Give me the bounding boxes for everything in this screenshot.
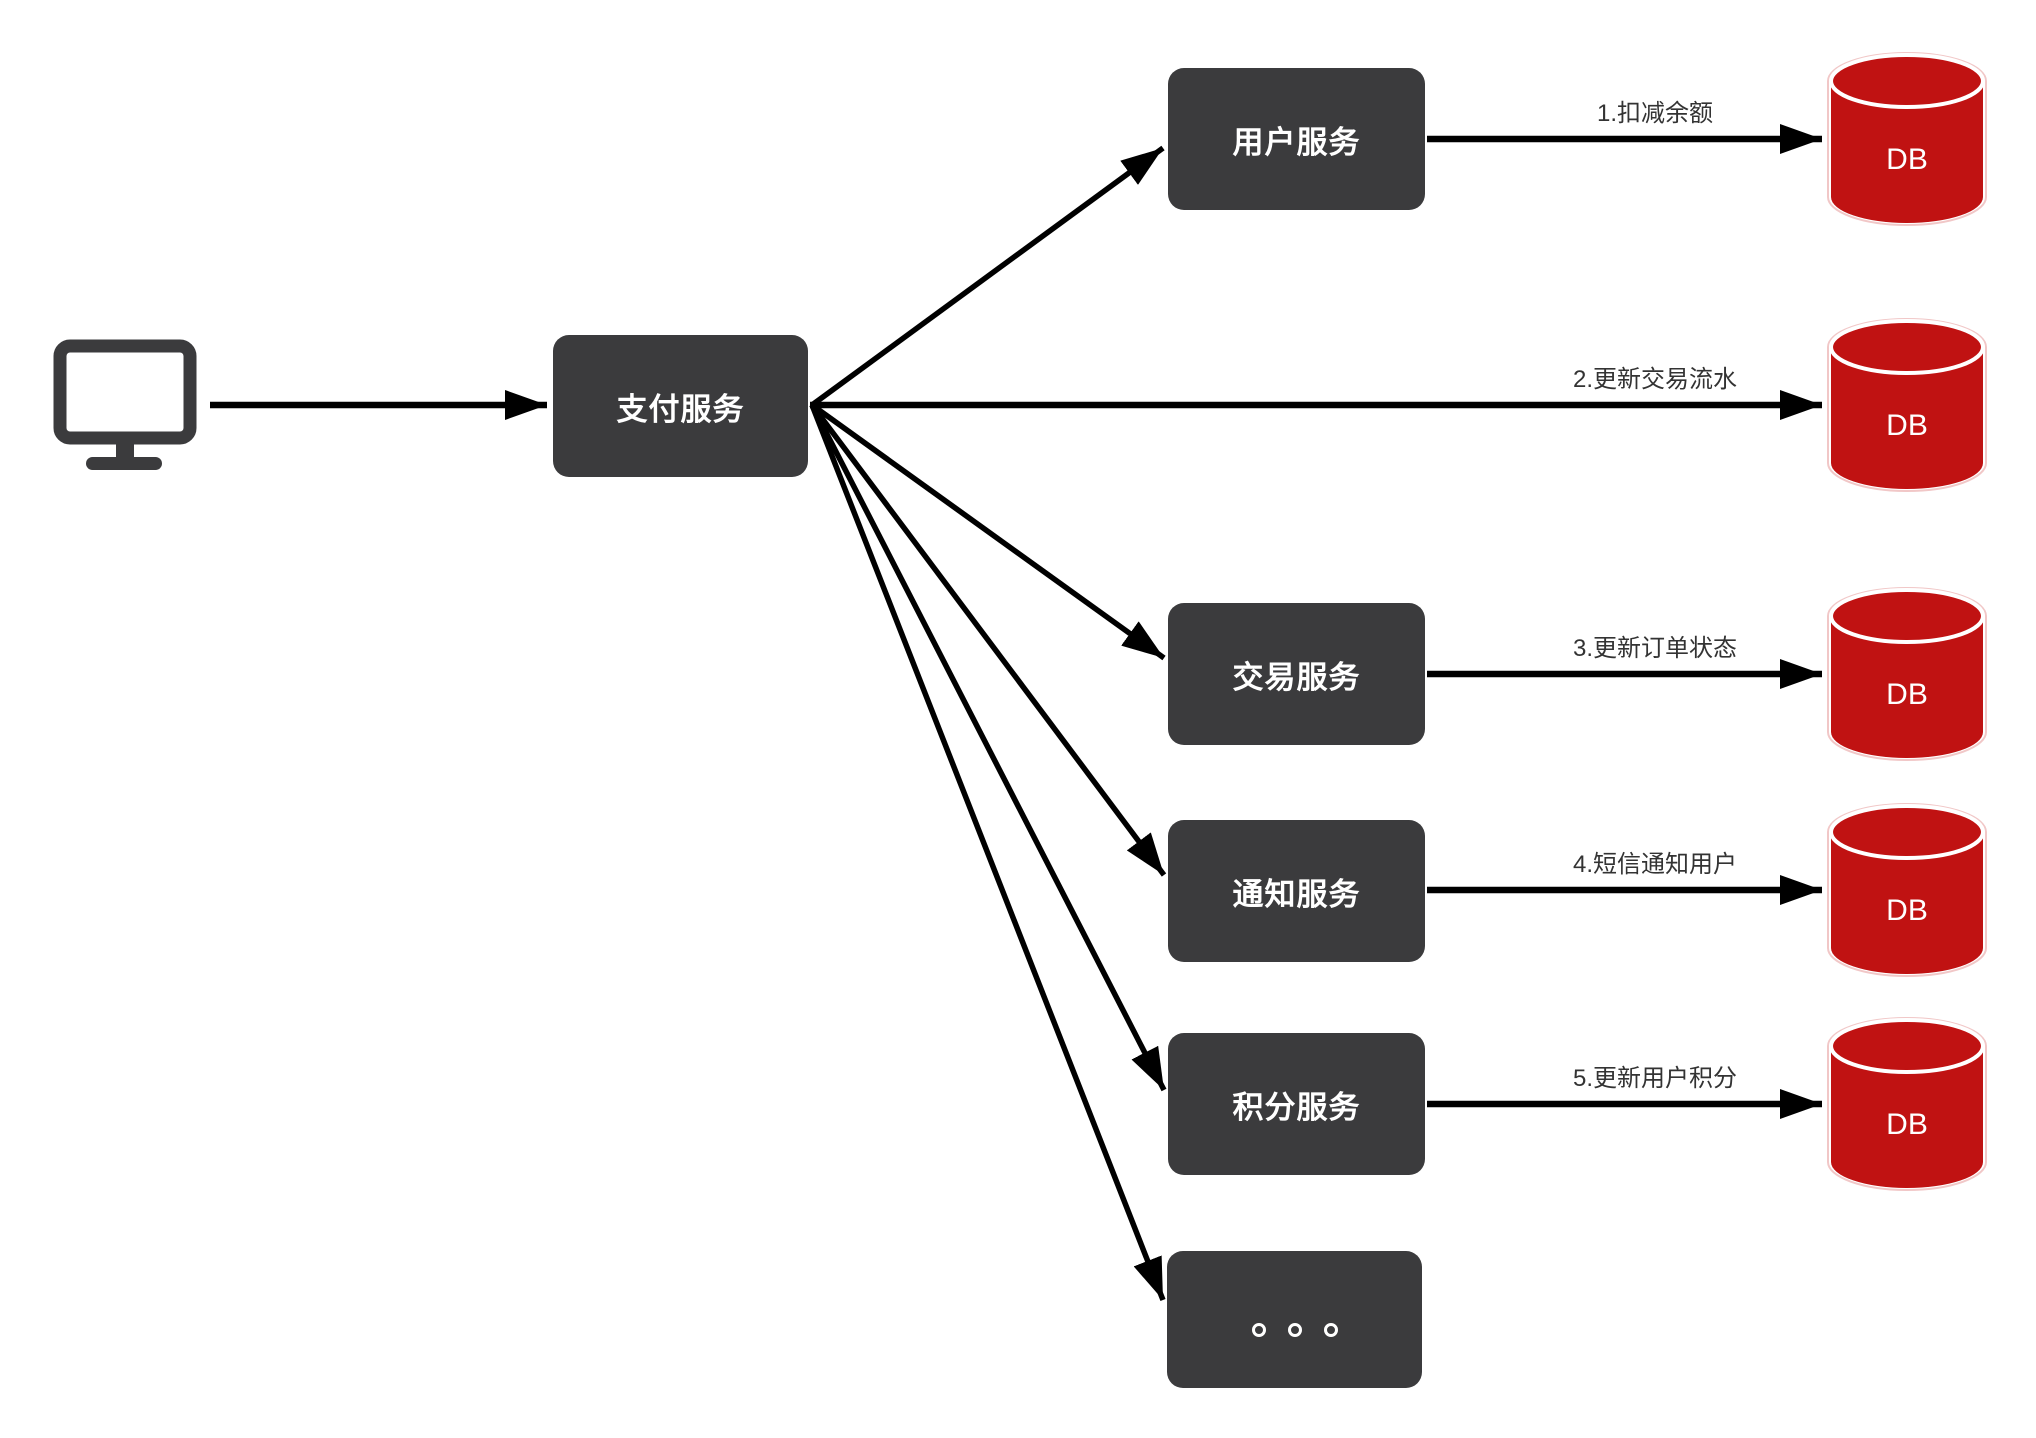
arrow-payment-to-user-service [810,145,1165,408]
ellipsis-dot [1251,1322,1266,1337]
edge-label-update-order-status: 3.更新订单状态 [1572,635,1738,662]
payment-service-label: 支付服务 [616,391,745,427]
database-icon [1827,1017,1987,1191]
arrow-payment-to-notify-service [809,403,1167,877]
arrow-payment-to-points-service [809,403,1167,1092]
database-cylinder-1: DB [1827,51,1987,227]
notify-service-node: 通知服务 [1168,820,1425,962]
database-cylinder-3: DB [1827,586,1987,762]
db-label: DB [1886,409,1928,442]
trade-service-label: 交易服务 [1232,659,1361,695]
ellipsis-dot [1287,1322,1302,1337]
trade-service-node: 交易服务 [1168,603,1425,745]
db-label: DB [1886,894,1928,927]
database-cylinder-2: DB [1827,317,1987,493]
user-service-label: 用户服务 [1232,124,1361,160]
edge-label-update-trade-log: 2.更新交易流水 [1572,366,1738,393]
database-icon [1827,803,1987,977]
points-service-label: 积分服务 [1232,1089,1361,1125]
ellipsis-dots [1251,1322,1338,1337]
db-label: DB [1886,678,1928,711]
more-services-node [1167,1251,1422,1388]
db-label: DB [1886,1108,1928,1141]
notify-service-label: 通知服务 [1232,876,1361,912]
ellipsis-dot [1323,1322,1338,1337]
arrow-payment-to-more-node [809,403,1166,1302]
edge-label-sms-notify-user: 4.短信通知用户 [1572,851,1738,878]
monitor-icon [53,339,197,470]
database-icon [1827,587,1987,761]
db-label: DB [1886,143,1928,176]
database-cylinder-5: DB [1827,1016,1987,1192]
database-icon [1827,52,1987,226]
payment-service-node: 支付服务 [553,335,808,477]
points-service-node: 积分服务 [1168,1033,1425,1175]
arrow-payment-to-trade-service [810,402,1166,661]
database-cylinder-4: DB [1827,802,1987,978]
edge-label-update-user-points: 5.更新用户积分 [1572,1065,1738,1092]
user-service-node: 用户服务 [1168,68,1425,210]
edge-label-deduct-balance: 1.扣减余额 [1596,100,1714,127]
database-icon [1827,318,1987,492]
